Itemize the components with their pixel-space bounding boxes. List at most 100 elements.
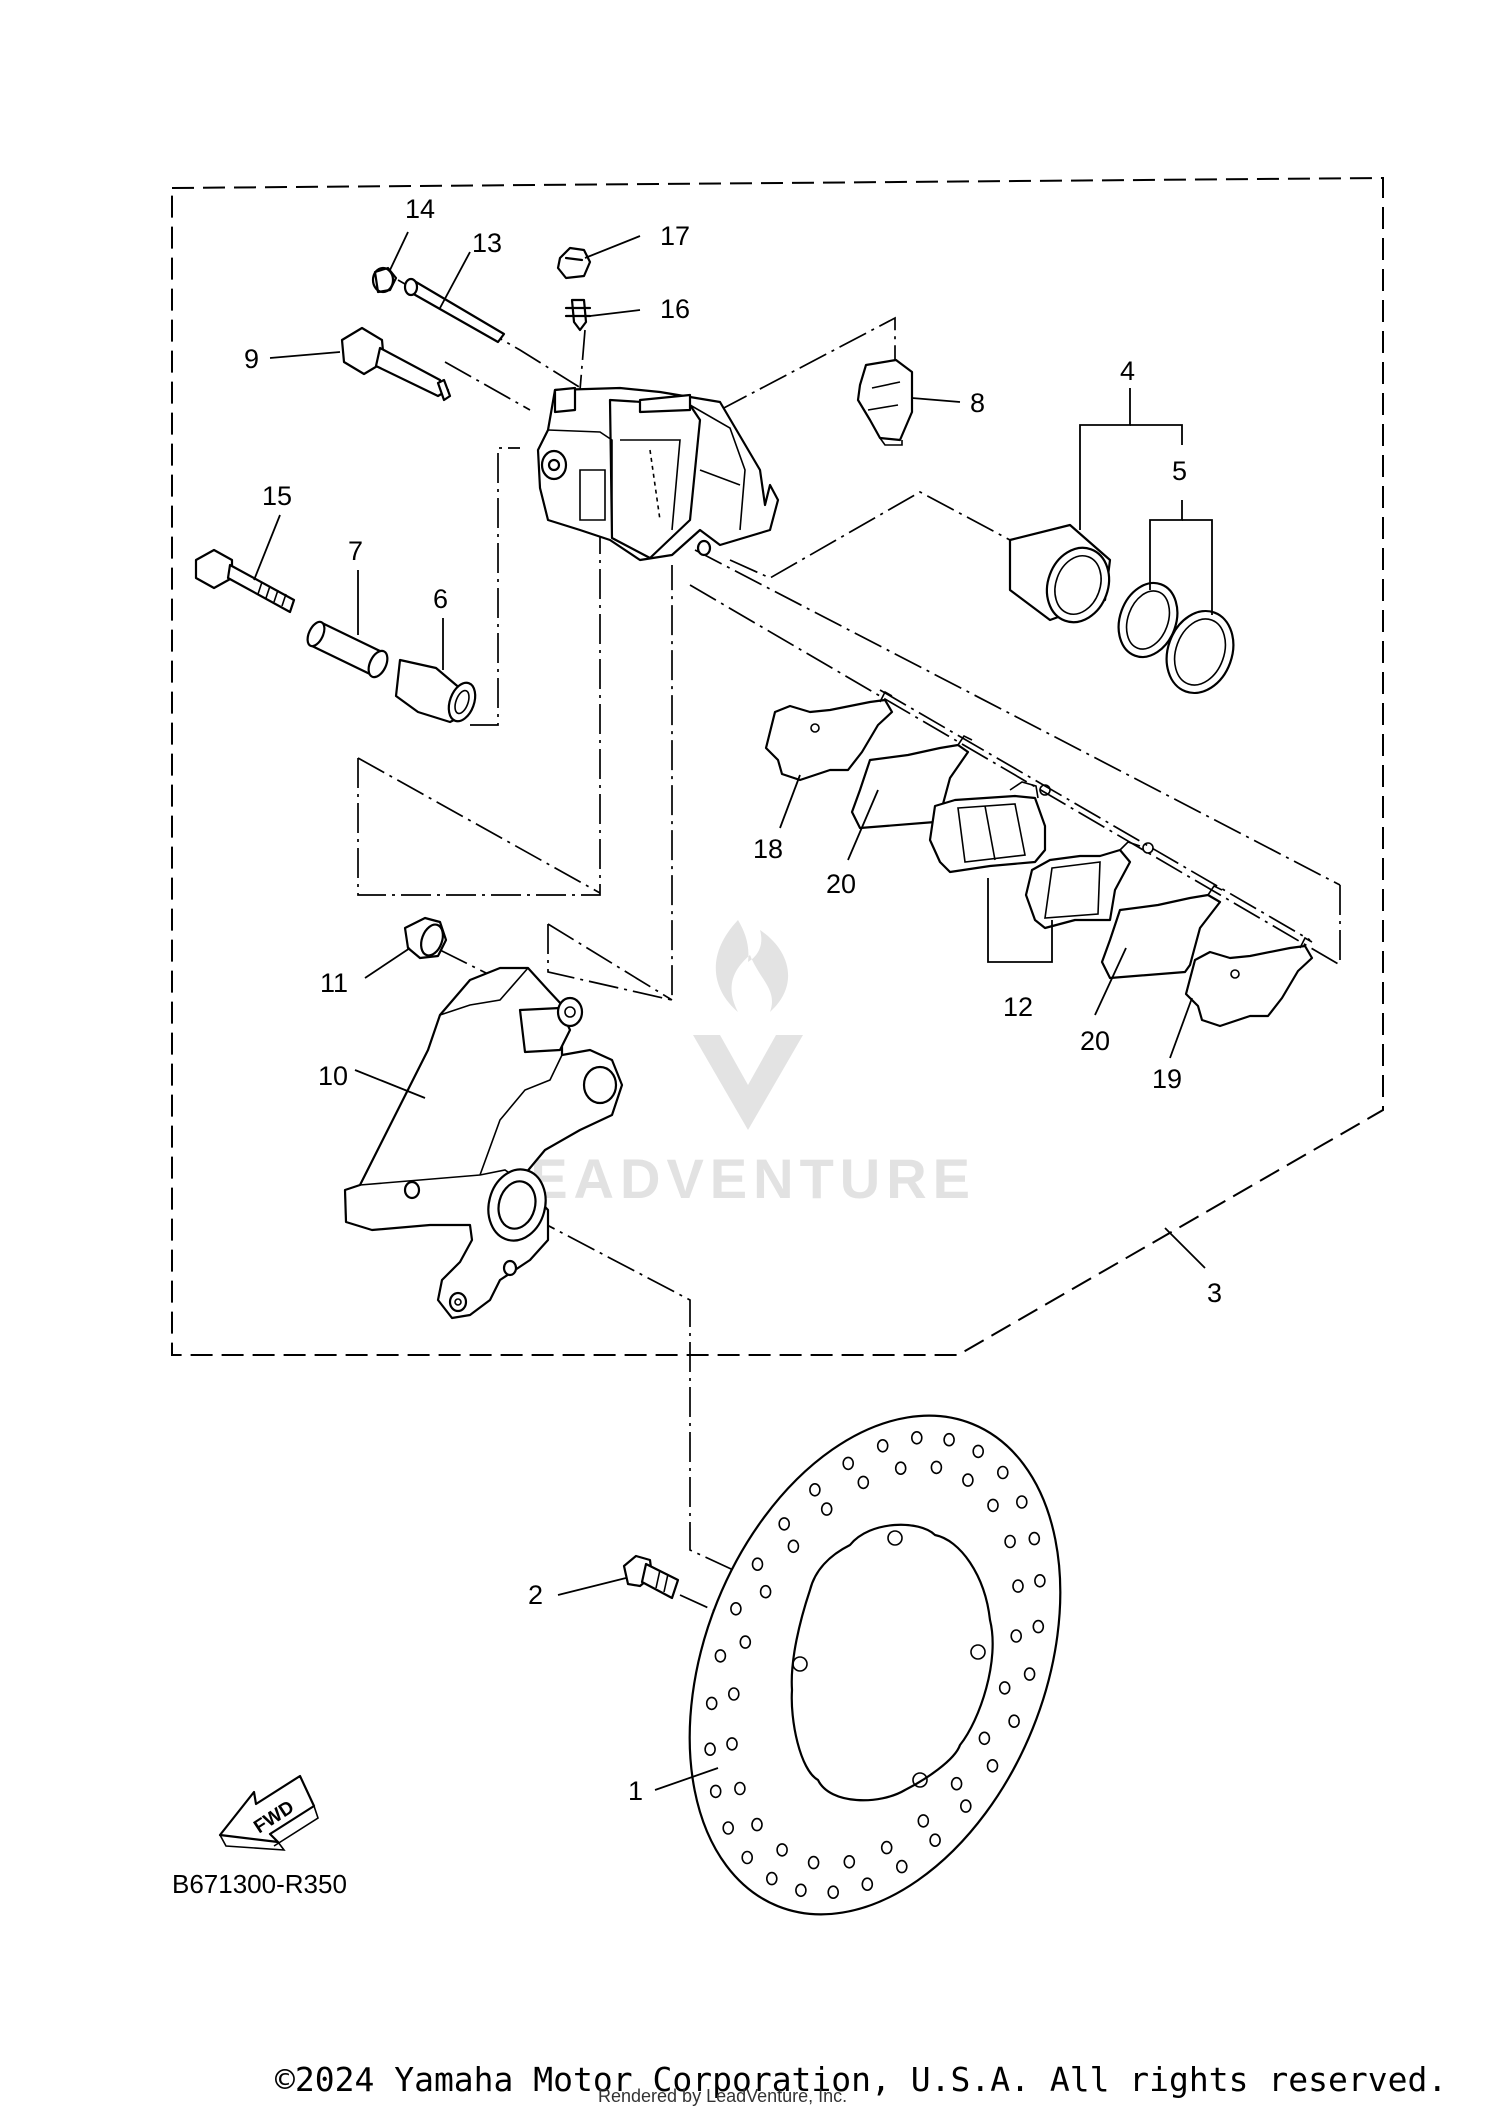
label-part-7[interactable]: 7 <box>348 536 363 566</box>
disc-hole <box>795 1883 807 1898</box>
label-part-1[interactable]: 1 <box>628 1776 643 1806</box>
watermark: LEADVENTURE <box>490 920 976 1210</box>
part-10-caliper-bracket <box>343 966 624 1320</box>
label-part-9[interactable]: 9 <box>244 344 259 374</box>
label-part-8[interactable]: 8 <box>970 388 985 418</box>
part-9-bolt <box>340 326 452 402</box>
fwd-arrow-icon: FWD <box>218 1774 319 1851</box>
part-6-boot <box>394 658 477 724</box>
label-part-20-a[interactable]: 20 <box>826 869 856 899</box>
disc-hole <box>787 1539 800 1554</box>
disc-hole <box>843 1855 856 1869</box>
part-1-brake-disc <box>688 1414 1062 1916</box>
part-15-bolt <box>194 548 296 614</box>
disc-hole <box>1028 1531 1041 1546</box>
disc-hole <box>857 1475 870 1490</box>
brake-pads <box>764 690 1314 1028</box>
label-part-18[interactable]: 18 <box>753 834 783 864</box>
disc-hole <box>741 1850 754 1865</box>
disc-hole <box>972 1444 985 1459</box>
part-4-piston <box>1008 523 1112 624</box>
disc-hole <box>809 1483 821 1497</box>
label-part-20-b[interactable]: 20 <box>1080 1026 1110 1056</box>
disc-hole <box>1012 1579 1024 1593</box>
part-11-boot <box>403 916 448 960</box>
part-labels: 1 2 3 4 5 6 7 8 9 10 11 12 13 14 15 16 1… <box>244 194 1222 1806</box>
label-part-4[interactable]: 4 <box>1120 356 1135 386</box>
caliper-body <box>536 386 780 562</box>
disc-hole <box>1032 1619 1045 1634</box>
watermark-flame-icon <box>715 920 789 1012</box>
disc-hole <box>1023 1667 1036 1681</box>
disc-hole <box>1034 1574 1046 1588</box>
disc-hole <box>987 1498 999 1513</box>
label-part-19[interactable]: 19 <box>1152 1064 1182 1094</box>
disc-hole <box>876 1439 889 1453</box>
disc-hole <box>705 1696 718 1711</box>
disc-hole <box>943 1432 955 1447</box>
relationship-lines <box>357 279 1341 1621</box>
disc-hole <box>1008 1714 1020 1728</box>
disc-hole <box>807 1855 820 1870</box>
part-7-sleeve <box>306 620 389 679</box>
rendered-by-notice: Rendered by LeadVenture, Inc. <box>598 2086 848 2106</box>
disc-hole <box>751 1557 764 1571</box>
disc-hole <box>962 1473 974 1487</box>
disc-holes <box>704 1431 1046 1899</box>
label-part-11[interactable]: 11 <box>320 968 348 998</box>
part-16-bleeder-screw <box>564 298 592 332</box>
label-part-12[interactable]: 12 <box>1003 992 1033 1022</box>
part-8-pad-spring <box>856 358 914 446</box>
disc-hole <box>730 1602 742 1616</box>
part-5-seals <box>1117 581 1235 695</box>
disc-hole <box>751 1817 763 1832</box>
disc-hole <box>759 1584 772 1599</box>
label-part-16[interactable]: 16 <box>660 294 690 324</box>
disc-hole <box>722 1821 735 1835</box>
disc-hole <box>1015 1495 1028 1509</box>
disc-hole <box>727 1687 740 1701</box>
part-13-pin <box>403 277 506 344</box>
part-14-cap <box>371 266 398 294</box>
disc-hole <box>714 1649 727 1663</box>
disc-hole <box>996 1465 1009 1480</box>
disc-hole <box>880 1840 893 1855</box>
disc-hole <box>930 1460 943 1475</box>
disc-hole <box>978 1731 991 1746</box>
disc-hole <box>986 1759 999 1773</box>
disc-hole <box>894 1461 907 1475</box>
label-part-15[interactable]: 15 <box>262 481 292 511</box>
disc-hole <box>778 1517 791 1531</box>
disc-hole <box>734 1781 746 1796</box>
label-part-5[interactable]: 5 <box>1172 456 1187 486</box>
disc-hole <box>998 1681 1011 1695</box>
part-2-disc-bolt <box>622 1554 680 1600</box>
disc-hole <box>1004 1534 1016 1549</box>
disc-hole <box>929 1833 941 1847</box>
disc-hole <box>1010 1629 1023 1643</box>
disc-hole <box>765 1871 778 1886</box>
leaders <box>253 231 1213 1791</box>
disc-hole <box>861 1877 874 1891</box>
watermark-text: LEADVENTURE <box>490 1147 976 1210</box>
copyright-notice: ©2024 Yamaha Motor Corporation, U.S.A. A… <box>275 2060 1448 2099</box>
disc-hole <box>820 1502 833 1516</box>
disc-hole <box>704 1742 716 1756</box>
disc-hole <box>739 1635 752 1649</box>
disc-hole <box>950 1776 963 1791</box>
label-part-2[interactable]: 2 <box>528 1580 543 1610</box>
label-part-14[interactable]: 14 <box>405 194 435 224</box>
part-17-bleeder-cap <box>556 246 592 280</box>
label-part-10[interactable]: 10 <box>318 1061 348 1091</box>
disc-hole <box>917 1814 930 1828</box>
disc-hole <box>709 1784 722 1799</box>
label-part-3[interactable]: 3 <box>1207 1278 1222 1308</box>
disc-hole <box>895 1859 908 1874</box>
label-part-13[interactable]: 13 <box>472 228 502 258</box>
watermark-v-icon <box>693 1035 803 1130</box>
disc-hole <box>959 1799 972 1813</box>
label-part-17[interactable]: 17 <box>660 221 690 251</box>
label-part-6[interactable]: 6 <box>433 584 448 614</box>
disc-hole <box>776 1843 788 1857</box>
